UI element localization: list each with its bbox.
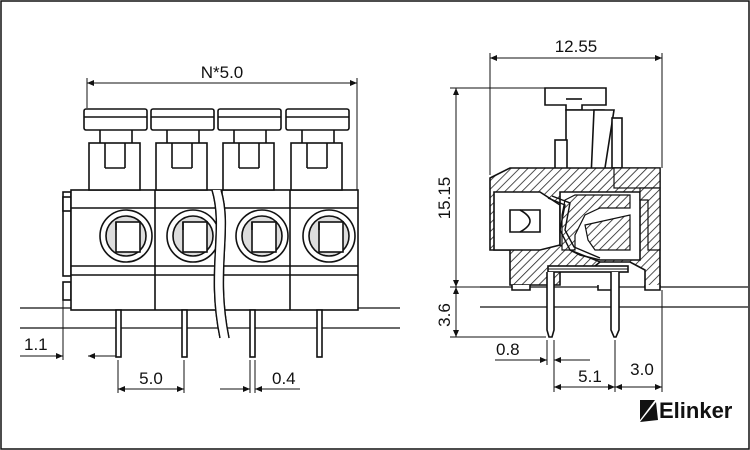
dim-side-pin-length: 3.6 [435, 303, 454, 327]
side-pin-front [546, 272, 555, 338]
front-dimensions [20, 78, 358, 393]
front-lever-2 [150, 108, 215, 191]
triangle-mark-icon [640, 400, 658, 422]
front-wire-entry-1 [99, 209, 153, 263]
dim-side-pin-spacing-1: 5.1 [578, 367, 602, 386]
front-lever-3 [217, 108, 282, 191]
dim-front-pin-width: 0.4 [272, 369, 296, 388]
dim-side-width: 12.55 [555, 37, 598, 56]
front-pin-1 [115, 309, 122, 358]
front-wire-entry-2 [166, 209, 220, 263]
front-wire-entry-3 [235, 209, 289, 263]
brand-name: Elinker [659, 398, 733, 423]
side-pin-rear [610, 272, 620, 338]
front-lever-1 [83, 108, 148, 191]
dim-side-pin-spacing-2: 3.0 [630, 360, 654, 379]
dim-side-pin-width: 0.8 [496, 340, 520, 359]
dim-side-height: 15.15 [435, 177, 454, 220]
front-view [20, 108, 400, 358]
dim-front-pitch: 5.0 [139, 369, 163, 388]
dim-front-width: N*5.0 [201, 63, 244, 82]
dim-front-offset-left: 1.1 [24, 335, 48, 354]
brand-logo: Elinker [640, 398, 733, 423]
side-dimensions [450, 53, 663, 392]
front-pin-3 [249, 309, 256, 358]
side-view [480, 87, 748, 338]
front-lever-4 [285, 108, 350, 191]
front-wire-entry-4 [302, 209, 356, 263]
front-pin-2 [181, 309, 188, 358]
front-pin-4 [316, 309, 323, 358]
